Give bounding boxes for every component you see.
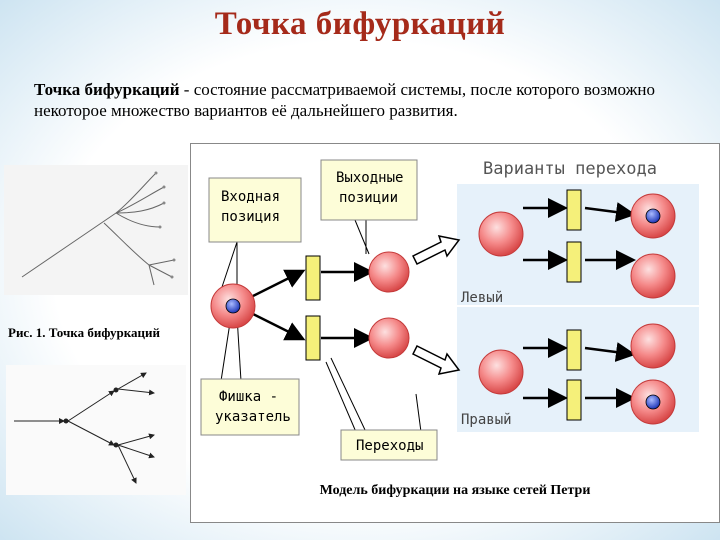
output-callout-line1: Выходные: [336, 170, 403, 186]
figure-caption: Рис. 1. Точка бифуркаций: [8, 325, 160, 340]
transitions-callout: Переходы: [340, 429, 438, 461]
token-right-result: [645, 394, 661, 410]
output-positions-callout: Выходные позиции: [320, 159, 418, 221]
token-pointer-callout: Фишка - указатель: [200, 378, 300, 436]
right-branch-place: [478, 349, 524, 395]
definition-text: - состояние рассматриваемой системы, пос…: [34, 80, 655, 120]
token-callout-line2: указатель: [215, 409, 291, 425]
transition-right: [305, 315, 321, 361]
definition-term: Точка бифуркаций: [34, 80, 180, 99]
petri-net-diagram: Варианты перехода Левый Правый Входная п…: [190, 143, 720, 523]
left-result-place-2: [630, 253, 676, 299]
variants-title: Варианты перехода: [483, 159, 657, 179]
slide-title: Точка бифуркаций: [214, 6, 506, 42]
transition-left: [305, 255, 321, 301]
left-variant-label: Левый: [461, 290, 503, 306]
input-callout-line2: позиция: [221, 209, 280, 225]
right-result-place-1: [630, 323, 676, 369]
right-variant-label: Правый: [461, 412, 512, 428]
transition-right-a: [566, 329, 582, 371]
output-place-left: [368, 251, 410, 293]
input-callout-line1: Входная: [221, 189, 280, 205]
left-branch-place: [478, 211, 524, 257]
transition-right-b: [566, 379, 582, 421]
token-left-result: [645, 208, 661, 224]
input-position-callout: Входная позиция: [208, 177, 302, 243]
bifurcation-graph-image: [6, 365, 186, 495]
transition-left-a: [566, 189, 582, 231]
transitions-callout-text: Переходы: [356, 438, 423, 454]
definition-paragraph: Точка бифуркаций - состояние рассматрива…: [34, 79, 674, 121]
bifurcation-sketch-image: [4, 165, 188, 295]
token-callout-line1: Фишка -: [219, 389, 278, 405]
diagram-caption: Модель бифуркации на языке сетей Петри: [320, 483, 591, 498]
transition-left-b: [566, 241, 582, 283]
token-input: [225, 298, 241, 314]
output-callout-line2: позиции: [339, 190, 398, 206]
output-place-right: [368, 317, 410, 359]
